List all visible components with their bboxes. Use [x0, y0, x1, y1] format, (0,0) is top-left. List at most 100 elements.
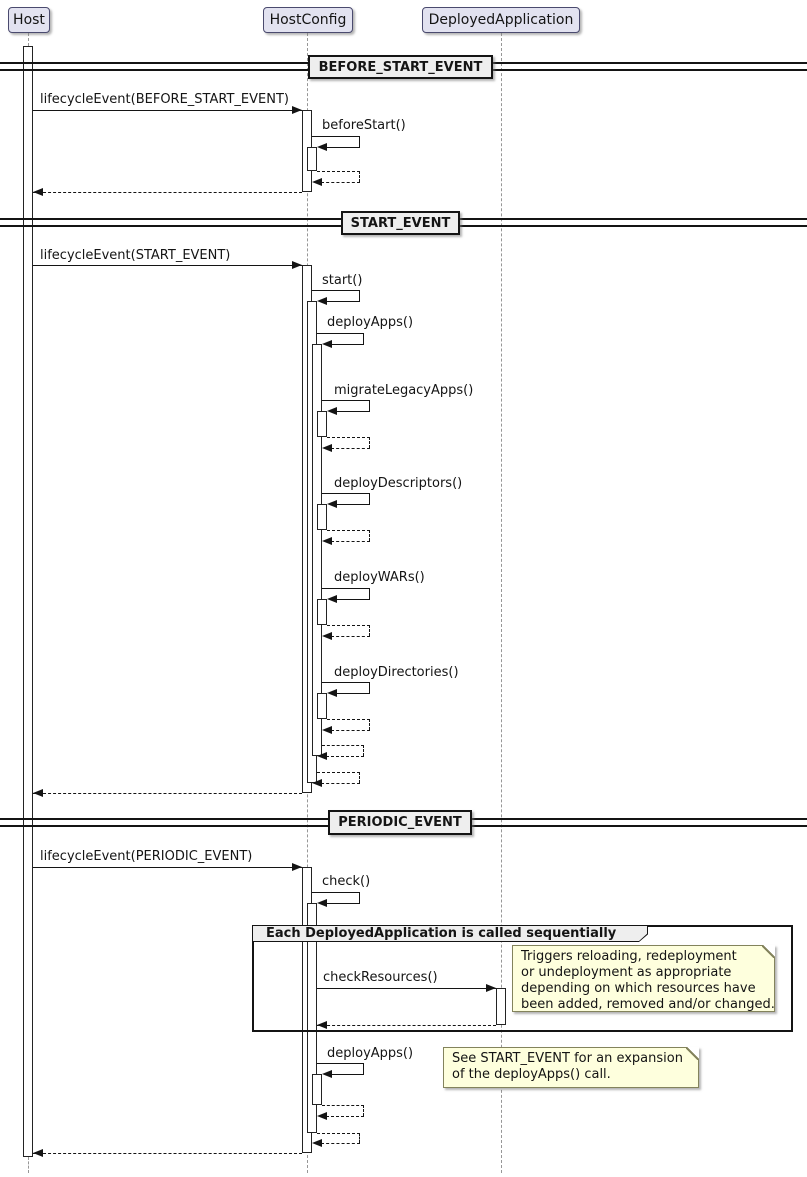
- self-call-deploydirectories: [322, 682, 370, 693]
- self-return-line: [331, 636, 370, 637]
- self-call-label-deployapps: deployApps(): [327, 315, 414, 330]
- participant-hostconfig: HostConfig: [263, 7, 353, 33]
- message-label-lifecycleevent-before-start-event: lifecycleEvent(BEFORE_START_EVENT): [40, 92, 289, 107]
- activation-bar: [307, 903, 317, 1133]
- arrowhead-left: [327, 407, 337, 415]
- return-arrow: [33, 1153, 302, 1154]
- self-call-label-beforestart: beforeStart(): [322, 118, 406, 133]
- self-call-label-deploydescriptors: deployDescriptors(): [334, 476, 463, 491]
- self-call-deploywars: [322, 588, 370, 599]
- self-call-label-deployapps: deployApps(): [327, 1046, 414, 1061]
- self-call-beforestart: [312, 136, 360, 147]
- arrowhead-left: [322, 537, 332, 545]
- lifeline-host: [28, 33, 29, 46]
- self-return-arrow: [327, 530, 370, 541]
- self-call-label-migratelegacyapps: migrateLegacyApps(): [334, 383, 474, 398]
- self-call-deployapps: [317, 1063, 364, 1074]
- note-text-line: Triggers reloading, redeployment: [521, 949, 737, 964]
- return-arrow: [33, 793, 302, 794]
- arrowhead-left: [322, 632, 332, 640]
- arrowhead-left: [322, 444, 332, 452]
- self-call-label-start: start(): [322, 273, 363, 288]
- arrowhead-left: [312, 1139, 322, 1147]
- divider-start-event: START_EVENT: [341, 211, 460, 235]
- arrowhead-left: [327, 689, 337, 697]
- activation-bar: [496, 988, 506, 1025]
- message-label-lifecycleevent-periodic-event: lifecycleEvent(PERIODIC_EVENT): [40, 849, 253, 864]
- message-arrow-lifecycleevent-before-start-event: [33, 110, 302, 111]
- group-header-fill: [253, 926, 647, 941]
- arrowhead-left: [317, 1021, 327, 1029]
- note-text-line: See START_EVENT for an expansion: [452, 1051, 683, 1066]
- activation-bar: [312, 1074, 322, 1105]
- self-call-check: [312, 892, 360, 903]
- activation-bar: [317, 693, 327, 719]
- self-return-arrow: [327, 437, 370, 448]
- lifeline-deployedapplication: [501, 33, 502, 1173]
- arrowhead-left: [322, 726, 332, 734]
- group-title: Each DeployedApplication is called seque…: [266, 926, 617, 941]
- self-call-deploydescriptors: [322, 493, 370, 504]
- divider-periodic-event: PERIODIC_EVENT: [328, 810, 472, 835]
- self-return-line: [326, 756, 364, 757]
- note-text-line: of the deployApps() call.: [452, 1067, 611, 1082]
- arrowhead-left: [317, 143, 327, 151]
- arrowhead-left: [33, 1149, 43, 1157]
- self-call-migratelegacyapps-return-line: [336, 411, 370, 412]
- self-call-deployapps-return-line: [331, 1074, 364, 1075]
- arrowhead-left: [317, 297, 327, 305]
- message-arrow-checkresources: [317, 988, 496, 989]
- participant-host: Host: [8, 7, 50, 33]
- arrowhead-left: [317, 752, 327, 760]
- self-call-label-check: check(): [322, 874, 371, 889]
- message-arrow-lifecycleevent-periodic-event: [33, 867, 302, 868]
- note-text-line: been added, removed and/or changed.: [521, 997, 775, 1012]
- self-call-deploywars-return-line: [336, 599, 370, 600]
- arrowhead-left: [317, 1112, 327, 1120]
- activation-bar: [307, 147, 317, 171]
- arrowhead-right: [292, 863, 302, 871]
- self-call-check-return-line: [326, 903, 360, 904]
- self-call-beforestart-return-line: [326, 147, 360, 148]
- self-call-label-deploywars: deployWARs(): [334, 570, 425, 585]
- self-return-arrow: [322, 1105, 364, 1116]
- arrowhead-left: [327, 595, 337, 603]
- arrowhead-right: [292, 106, 302, 114]
- arrowhead-left: [312, 178, 322, 186]
- arrowhead-left: [317, 899, 327, 907]
- participant-deployedapplication: DeployedApplication: [422, 7, 580, 33]
- note-text-line: depending on which resources have: [521, 981, 756, 996]
- self-return-line: [321, 1143, 360, 1144]
- activation-bar: [23, 46, 33, 1157]
- self-call-deploydirectories-return-line: [336, 693, 370, 694]
- self-return-line: [321, 783, 360, 784]
- self-call-migratelegacyapps: [322, 400, 370, 411]
- arrowhead-left: [312, 779, 322, 787]
- self-return-arrow: [327, 719, 370, 730]
- activation-bar: [317, 411, 327, 437]
- self-return-line: [321, 182, 360, 183]
- note-fold-corner: [686, 1047, 699, 1060]
- return-arrow: [317, 1025, 496, 1026]
- arrowhead-left: [33, 789, 43, 797]
- self-return-arrow: [317, 1133, 360, 1143]
- self-return-line: [331, 448, 370, 449]
- activation-bar: [317, 504, 327, 530]
- message-label-lifecycleevent-start-event: lifecycleEvent(START_EVENT): [40, 248, 231, 263]
- self-return-line: [331, 541, 370, 542]
- self-return-arrow: [322, 745, 364, 756]
- note-text-line: or undeployment as appropriate: [521, 965, 732, 980]
- return-arrow: [33, 192, 302, 193]
- self-return-line: [331, 730, 370, 731]
- arrowhead-right: [486, 984, 496, 992]
- activation-bar: [317, 599, 327, 625]
- self-call-deploydescriptors-return-line: [336, 504, 370, 505]
- self-call-deployapps-return-line: [331, 344, 364, 345]
- self-call-start: [312, 290, 360, 301]
- arrowhead-right: [292, 261, 302, 269]
- message-arrow-lifecycleevent-start-event: [33, 265, 302, 266]
- self-call-deployapps: [317, 333, 364, 344]
